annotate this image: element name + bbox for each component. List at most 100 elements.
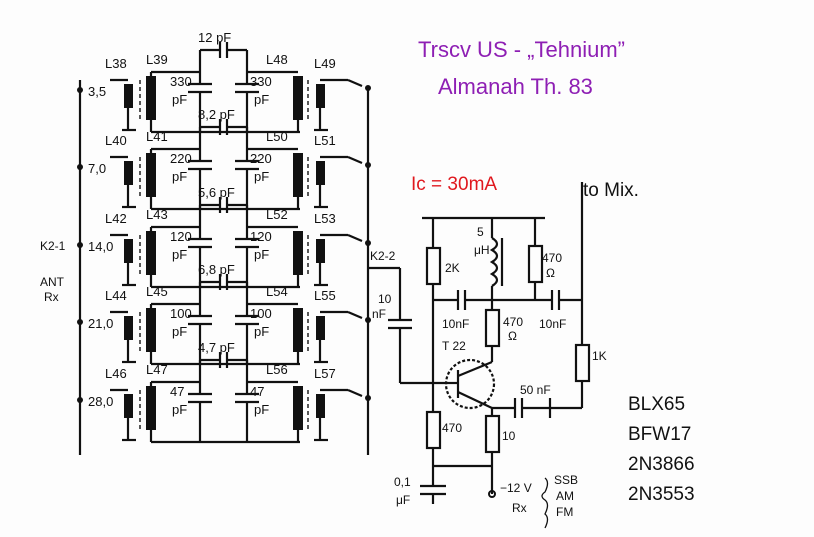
left-tank-label-1: L41	[146, 129, 168, 144]
resistor-top-right-value: 470	[542, 251, 562, 265]
band-tap-0	[77, 87, 83, 93]
coupling-cap-label-3: 6,8 pF	[198, 262, 235, 277]
left-coil-0	[124, 84, 133, 108]
left-coil-label-0: L38	[105, 56, 127, 71]
band-label-1: 7,0	[88, 161, 106, 176]
input-cap-unit: nF	[372, 307, 386, 321]
resistor-top-right-unit: Ω	[546, 266, 555, 280]
right-coil-label-3: L55	[314, 288, 336, 303]
supply-rx-label: Rx	[512, 501, 527, 515]
coupling-cap-label-4: 4,7 pF	[198, 340, 235, 355]
left-tank-cap-unit-4: pF	[172, 402, 187, 417]
left-tank-coil-2	[146, 231, 156, 275]
right-coil-label-0: L49	[314, 56, 336, 71]
right-coil-4	[316, 394, 325, 418]
left-coil-4	[124, 394, 133, 418]
coupling-cap-1: 10nF	[442, 317, 469, 331]
band-tap-3	[77, 319, 83, 325]
bottom-cap-value: 0,1	[394, 475, 411, 489]
output-resistor-value: 1K	[592, 349, 607, 363]
left-tank-coil-4	[146, 386, 156, 430]
left-coil-label-3: L44	[105, 288, 127, 303]
left-coil-label-1: L40	[105, 133, 127, 148]
right-tap-4	[365, 395, 371, 401]
transistor-type-3: 2N3866	[628, 454, 695, 475]
right-tank-coil-4	[293, 386, 303, 430]
right-tank-label-3: L54	[266, 284, 288, 299]
choke-unit: μH	[474, 243, 490, 257]
ant-label: ANT	[40, 275, 65, 289]
left-tank-cap-unit-1: pF	[172, 169, 187, 184]
left-tank-cap-value-4: 47	[170, 384, 184, 399]
transistor-type-4: 2N3553	[628, 484, 695, 505]
band-tap-1	[77, 164, 83, 170]
coupling-cap-label-0: 12 pF	[198, 30, 231, 45]
left-tank-coil-3	[146, 308, 156, 352]
right-tank-cap-unit-0: pF	[254, 92, 269, 107]
bottom-cap-unit: μF	[396, 493, 410, 507]
coupling-cap-label-1: 8,2 pF	[198, 107, 235, 122]
right-tank-cap-value-3: 100	[250, 306, 272, 321]
bias-resistor-bottom-value: 470	[442, 421, 462, 435]
collector-resistor-unit: Ω	[508, 329, 517, 343]
mode-am: AM	[556, 489, 574, 503]
coupling-cap-label-2: 5,6 pF	[198, 185, 235, 200]
right-tank-cap-unit-1: pF	[254, 169, 269, 184]
right-tap-3	[365, 317, 371, 323]
left-coil-2	[124, 239, 133, 263]
left-tank-cap-unit-0: pF	[172, 92, 187, 107]
right-tank-cap-unit-2: pF	[254, 247, 269, 262]
right-tank-label-0: L48	[266, 52, 288, 67]
right-tank-coil-2	[293, 231, 303, 275]
band-label-3: 21,0	[88, 316, 113, 331]
right-tank-cap-value-1: 220	[250, 151, 272, 166]
band-label-2: 14,0	[88, 239, 113, 254]
left-tank-cap-unit-3: pF	[172, 324, 187, 339]
right-tank-cap-value-2: 120	[250, 229, 272, 244]
left-tank-coil-0	[146, 76, 156, 120]
band-label-0: 3,5	[88, 84, 106, 99]
left-tank-cap-value-1: 220	[170, 151, 192, 166]
collector-resistor-value: 470	[503, 315, 523, 329]
right-tank-label-2: L52	[266, 207, 288, 222]
right-tank-coil-1	[293, 153, 303, 197]
transistor-label: T 22	[442, 339, 466, 353]
ic-note: Ic = 30mA	[411, 174, 497, 195]
left-coil-label-2: L42	[105, 211, 127, 226]
switch-k2-1-label: K2-1	[40, 239, 66, 253]
emitter-resistor-value: 10	[502, 429, 516, 443]
right-tank-cap-unit-3: pF	[254, 324, 269, 339]
right-tank-coil-0	[293, 76, 303, 120]
rf-amplifier-stage: 10 nF 2K 5 μH 470 Ω 10nF 10nF	[368, 182, 607, 529]
right-coil-0	[316, 84, 325, 108]
transistor-body	[444, 358, 496, 410]
left-coil-label-4: L46	[105, 366, 127, 381]
coupling-cap-2: 10nF	[539, 317, 566, 331]
right-tank-cap-value-0: 330	[250, 74, 272, 89]
mode-ssb: SSB	[554, 473, 578, 487]
transistor-type-1: BLX65	[628, 394, 685, 415]
supply-voltage: −12 V	[500, 481, 532, 495]
right-coil-2	[316, 239, 325, 263]
right-coil-3	[316, 316, 325, 340]
emitter-cap-value: 50 nF	[520, 383, 551, 397]
right-tap-2	[365, 240, 371, 246]
right-tap-1	[365, 162, 371, 168]
band-label-4: 28,0	[88, 394, 113, 409]
right-coil-1	[316, 161, 325, 185]
choke-value: 5	[477, 225, 484, 239]
left-coil-3	[124, 316, 133, 340]
right-coil-label-2: L53	[314, 211, 336, 226]
right-tank-cap-unit-4: pF	[254, 402, 269, 417]
switch-k2-2-label: K2-2	[370, 249, 396, 263]
left-tank-cap-value-2: 120	[170, 229, 192, 244]
right-tank-label-4: L56	[266, 362, 288, 377]
left-tank-coil-1	[146, 153, 156, 197]
right-tap-0	[365, 85, 371, 91]
left-tank-cap-unit-2: pF	[172, 247, 187, 262]
right-coil-label-4: L57	[314, 366, 336, 381]
transistor-type-2: BFW17	[628, 424, 691, 445]
band-tap-2	[77, 242, 83, 248]
